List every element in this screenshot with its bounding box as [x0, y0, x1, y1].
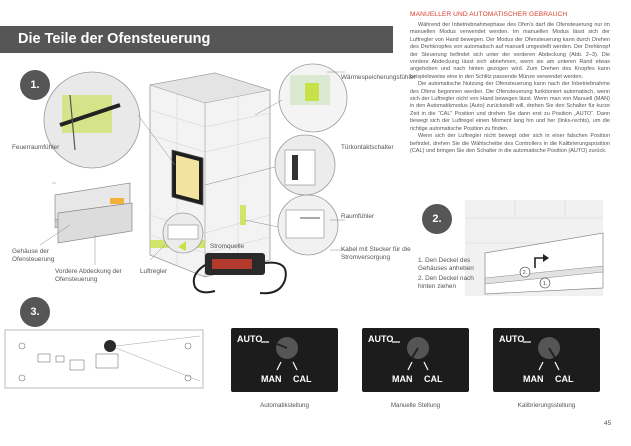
label-stromquelle: Stromquelle	[210, 243, 245, 250]
label-luftregler: Luftregler	[140, 268, 167, 275]
dial-label-man: MAN	[523, 374, 544, 384]
callout-feuerraum	[43, 71, 176, 169]
figure-2-step-1: 1. Den Deckel des Gehäuses anheben	[418, 257, 474, 272]
callout-tuerkontakt	[204, 134, 336, 196]
dial-panel-manual: AUTO MAN CAL	[362, 328, 469, 392]
dial-label-auto: AUTO	[499, 334, 524, 344]
label-abdeckung: Vordere Abdeckung der Ofensteuerung	[55, 268, 122, 283]
figure-2-illustration: 2. 1.	[465, 200, 604, 296]
figure-2-step-2: 2. Den Deckel nach hinten ziehen	[418, 275, 474, 290]
callout-raumfuehler	[244, 194, 339, 256]
label-tuerkontakt: Türkontaktschalter	[341, 144, 394, 151]
caption-manual: Manuelle Stellung	[390, 402, 441, 409]
paragraph-2: Die automatische Nutzung der Ofensteueru…	[410, 81, 610, 132]
paragraph-1: Während der Inbetriebnahmephase des Ofen…	[410, 22, 610, 80]
page-title: Die Teile der Ofensteuerung	[18, 31, 211, 47]
figure-2-mark-1: 1.	[543, 281, 547, 287]
dial-label-man: MAN	[261, 374, 282, 384]
label-waermespeicher: Wärmespeicherungsfühler	[341, 74, 416, 81]
dial-label-auto: AUTO	[237, 334, 262, 344]
figure-2-mark-2: 2.	[523, 270, 527, 276]
dial-panel-auto: AUTO MAN CAL	[231, 328, 338, 392]
page-number: 45	[604, 420, 612, 427]
title-bar	[0, 26, 393, 53]
dial-label-cal: CAL	[424, 374, 443, 384]
dial-label-man: MAN	[392, 374, 413, 384]
figure-2-number: 2.	[422, 204, 452, 234]
dial-label-auto: AUTO	[368, 334, 393, 344]
paragraph-3: Wenn sich der Luftregler nicht bewegt od…	[410, 133, 610, 154]
callout-luftregler	[162, 212, 204, 254]
figure-1-illustration	[39, 63, 348, 295]
callout-waermespeicher	[254, 63, 348, 133]
cover-removal-illustration: 2. 1.	[465, 200, 604, 296]
section-heading: MANUELLER UND AUTOMATISCHER GEBRAUCH	[410, 11, 568, 18]
label-feuerraum: Feuerraumfühler	[12, 144, 60, 151]
power-supply	[192, 253, 287, 295]
label-gehaeuse: Gehäuse der Ofensteuerung	[12, 248, 55, 263]
body-text: Während der Inbetriebnahmephase des Ofen…	[410, 22, 610, 155]
figure-1-number: 1.	[20, 70, 50, 100]
caption-auto: Automatikstellung	[260, 402, 309, 409]
dial-panel-calibration: AUTO MAN CAL	[493, 328, 600, 392]
dial-label-cal: CAL	[293, 374, 312, 384]
label-kabel: Kabel mit Stecker für die Stromversorgun…	[341, 246, 411, 261]
figure-3-controller-board	[4, 329, 204, 389]
label-raumfuehler: Raumfühler	[341, 213, 375, 220]
dial-label-cal: CAL	[555, 374, 574, 384]
figure-3-number: 3.	[20, 297, 50, 327]
caption-calibration: Kalibrierungsstellung	[517, 402, 576, 409]
